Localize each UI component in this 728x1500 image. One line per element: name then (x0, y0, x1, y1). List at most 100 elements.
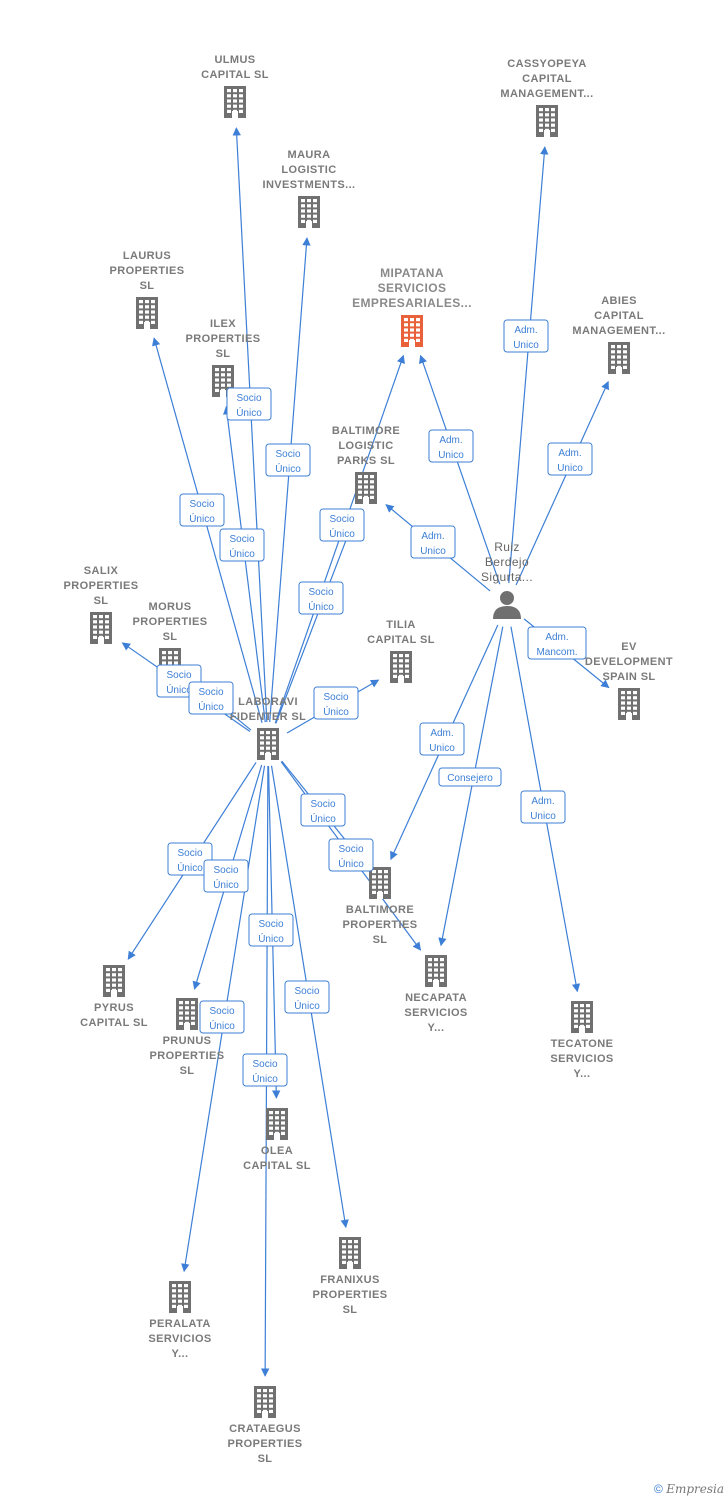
edge-label-text: Socio (275, 449, 300, 460)
node-label: PROPERTIES (228, 1438, 303, 1450)
edge-label-text: Unico (429, 743, 455, 754)
edge-label[interactable]: Adm.Unico (503, 319, 549, 353)
edge-label-text: Único (229, 547, 255, 560)
building-icon (355, 472, 377, 504)
node-label: TILIA (386, 619, 416, 631)
edge-label-text: Unico (530, 811, 556, 822)
node-label: SALIX (84, 565, 119, 577)
node-label: Sigurta... (481, 570, 533, 584)
node-label: SL (258, 1453, 273, 1465)
node-label: Y... (172, 1348, 189, 1360)
building-icon (536, 105, 558, 137)
edge-label-text: Socio (213, 865, 238, 876)
edge-label-text: Adm. (421, 531, 444, 542)
node-abies[interactable]: ABIESCAPITALMANAGEMENT... (572, 295, 665, 374)
node-label: FRANIXUS (320, 1274, 379, 1286)
node-label: PROPERTIES (133, 616, 208, 628)
building-icon (390, 651, 412, 683)
edge-label-text: Unico (420, 546, 446, 557)
edge-label[interactable]: Adm. Unico (520, 790, 566, 824)
node-label: DEVELOPMENT (585, 656, 673, 668)
node-label: CAPITAL (594, 310, 644, 322)
node-label: SERVICIOS (404, 1007, 467, 1019)
edge-label-text: Socio (310, 799, 335, 810)
node-peralata[interactable]: PERALATASERVICIOSY... (148, 1281, 211, 1360)
node-necapata[interactable]: NECAPATA SERVICIOS Y... (404, 955, 467, 1034)
edge-label[interactable]: Adm. Unico (428, 429, 474, 463)
edge-label-text: Adm. (439, 435, 462, 446)
edge-label-text: Adm. (531, 796, 554, 807)
edges-layer (121, 127, 610, 1377)
node-cassyopeya[interactable]: CASSYOPEYACAPITALMANAGEMENT... (500, 58, 593, 137)
node-label: MIPATANA (380, 266, 444, 280)
node-label: TECATONE (551, 1038, 614, 1050)
edge-label-text: Único (310, 812, 336, 825)
edge-label-text: Único (308, 600, 334, 613)
edge-label-text: Único (275, 462, 301, 475)
edge-label[interactable]: Consejero (438, 767, 502, 787)
node-label: EV (621, 641, 637, 653)
node-ruiz[interactable]: RuizBerdejoSigurta... (481, 540, 533, 619)
node-label: Y... (428, 1022, 445, 1034)
building-icon (103, 965, 125, 997)
edge-label-text: Socio (338, 844, 363, 855)
edge-label-text: Único (236, 406, 262, 419)
node-label: PARKS SL (337, 455, 395, 467)
edge-label-text: Único (213, 878, 239, 891)
building-icon (425, 955, 447, 987)
edge-label-text: Socio (177, 848, 202, 859)
node-label: MORUS (149, 601, 192, 613)
node-label: ABIES (601, 295, 637, 307)
node-tecatone[interactable]: TECATONESERVICIOSY... (550, 1001, 613, 1080)
node-label: INVESTMENTS... (263, 179, 356, 191)
node-label: LABORAVI (238, 696, 298, 708)
node-label: NECAPATA (405, 992, 467, 1004)
edge-label[interactable]: Adm. Unico (410, 525, 456, 559)
edge-label-text: Socio (329, 514, 354, 525)
edge-label[interactable]: Adm.Unico (419, 722, 465, 756)
edge-label[interactable]: Adm.Mancom. (527, 626, 587, 660)
footer-brand[interactable]: © Empresia (654, 1482, 724, 1496)
node-label: MAURA (288, 149, 331, 161)
edge-label-text: Único (338, 857, 364, 870)
edge-label-text: Socio (229, 534, 254, 545)
edge-ruiz-to-abies (515, 380, 609, 586)
edge-label-text: Único (189, 512, 215, 525)
edge-label-text: Unico (438, 450, 464, 461)
node-maura[interactable]: MAURALOGISTICINVESTMENTS... (263, 149, 356, 228)
node-label: SL (163, 631, 178, 643)
edge-label-text: Unico (557, 463, 583, 474)
edge-label[interactable]: Adm.Unico (547, 442, 593, 476)
node-mipatana[interactable]: MIPATANASERVICIOSEMPRESARIALES... (352, 266, 472, 347)
